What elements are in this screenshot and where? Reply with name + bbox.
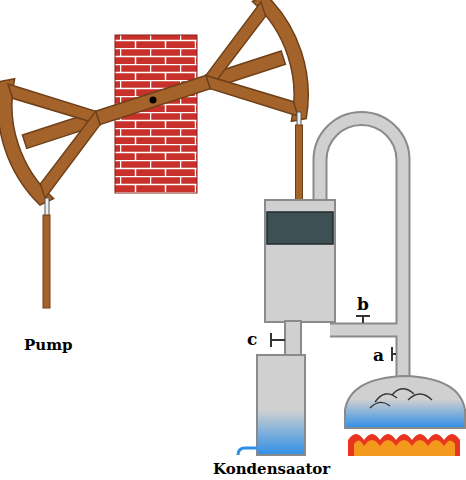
pump-rod [43, 215, 50, 308]
rocking-beam [0, 0, 321, 210]
valve-label: b [357, 296, 369, 313]
cylinder [265, 200, 335, 322]
fire [348, 434, 460, 456]
piston [267, 212, 333, 244]
condenser-pipe [285, 321, 301, 357]
valve-label: c [247, 331, 257, 348]
drain [238, 448, 257, 455]
valve-a [392, 347, 396, 361]
chain [45, 198, 49, 216]
valve-b [356, 316, 370, 323]
condenser [257, 355, 305, 455]
pivot [150, 97, 157, 104]
valve-label: a [373, 347, 384, 364]
boiling [370, 389, 432, 408]
part-label: Pump [24, 338, 73, 353]
boiler [345, 376, 465, 428]
valve-c [271, 333, 285, 347]
chain [297, 112, 301, 126]
part-label: Kondensaator [213, 462, 330, 477]
